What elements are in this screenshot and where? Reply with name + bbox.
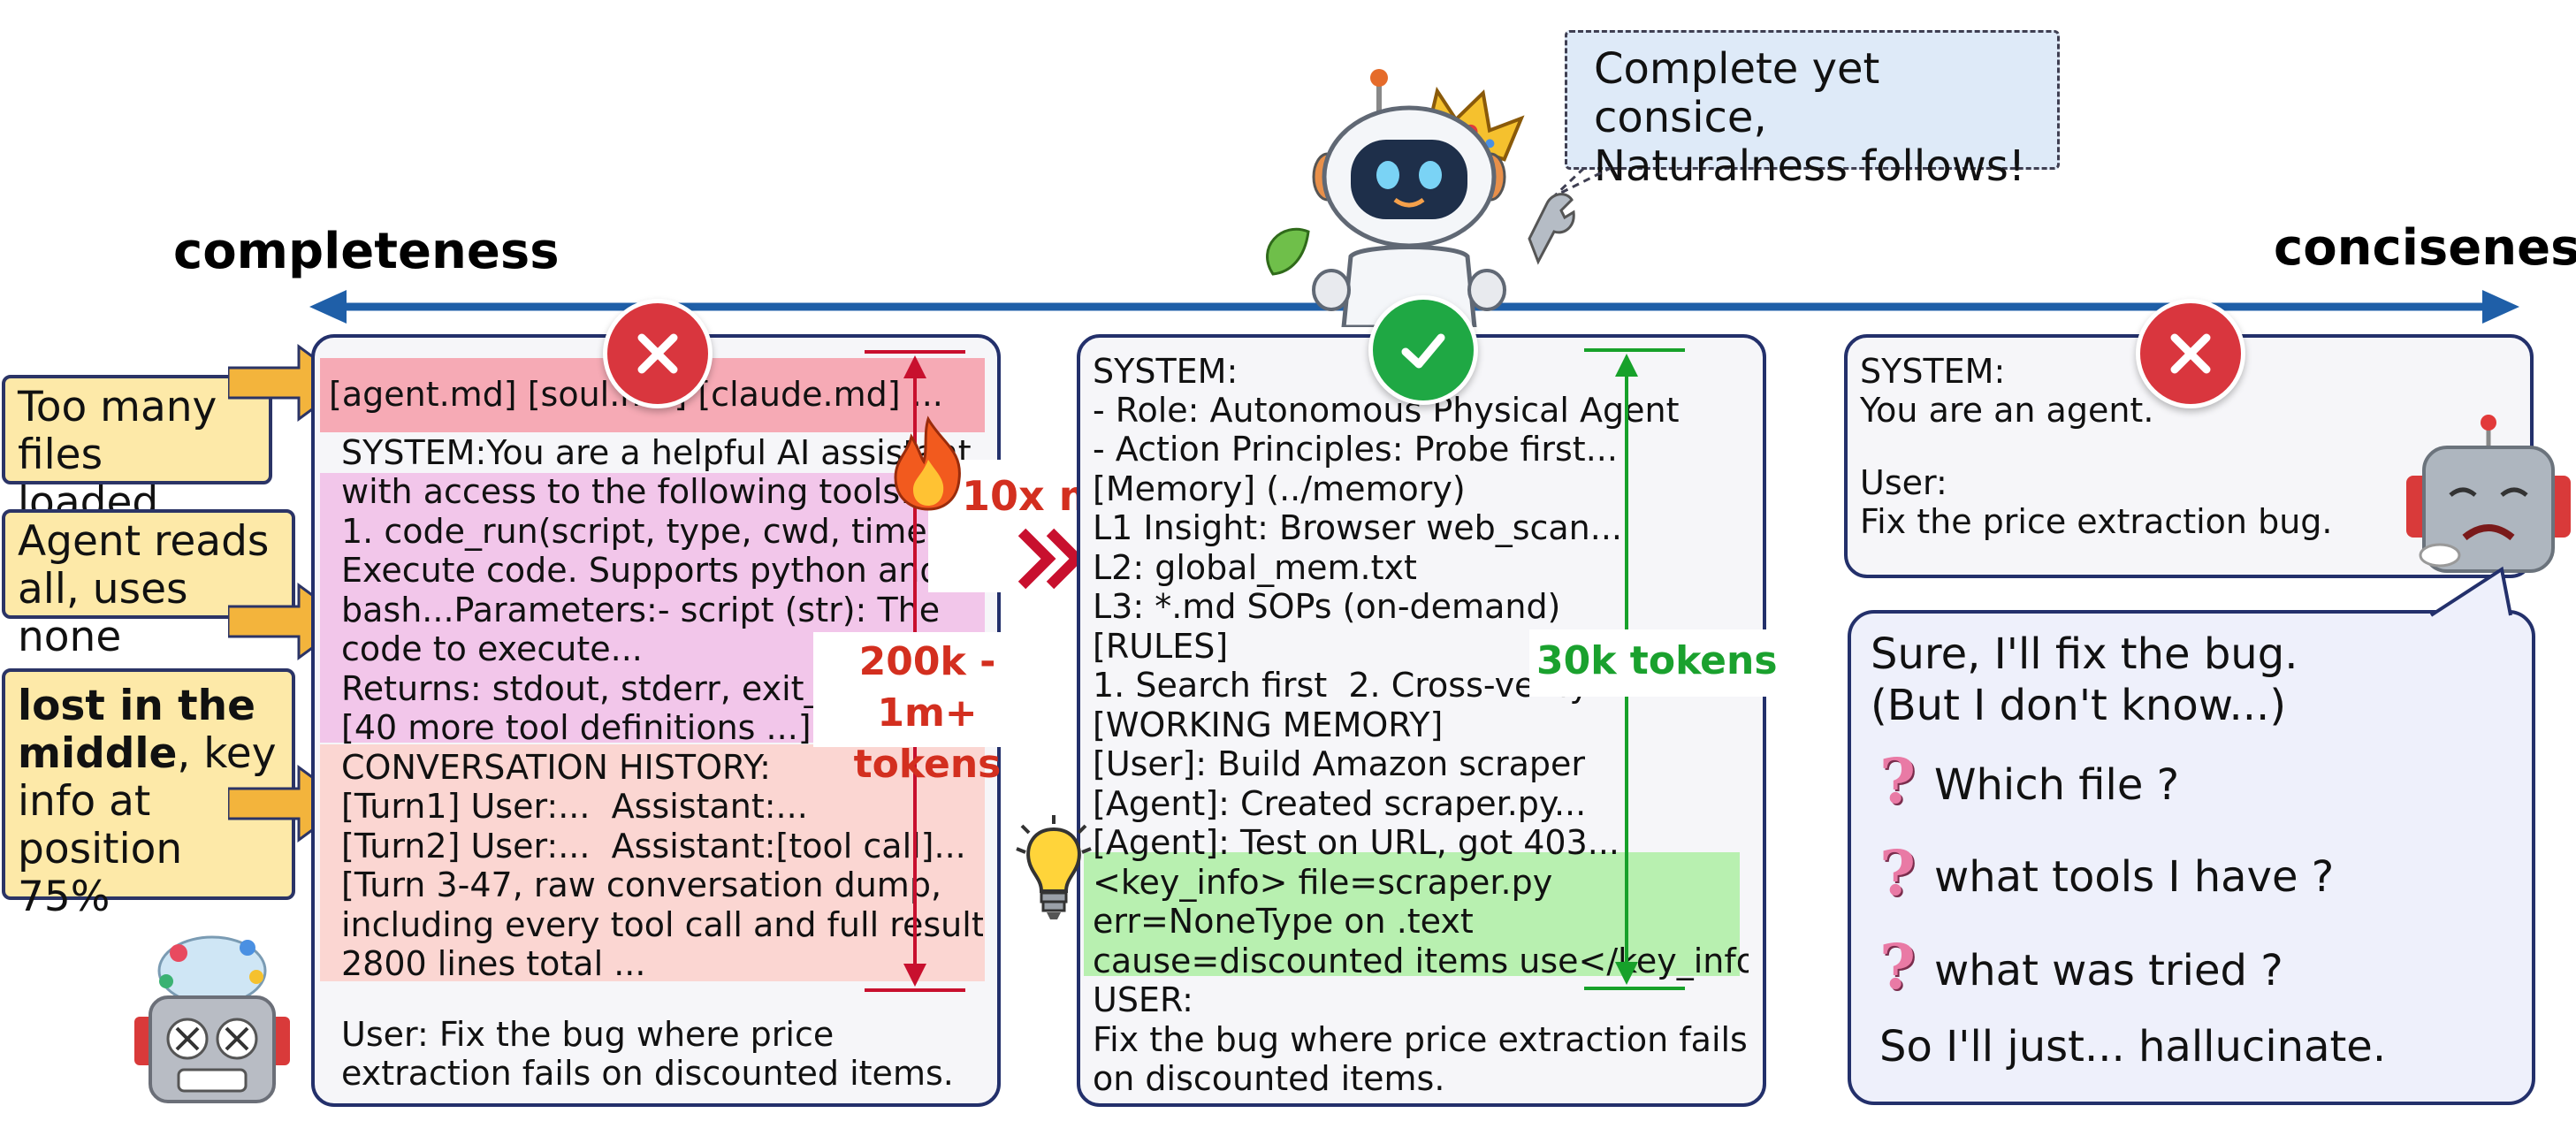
callout-bold: middle	[18, 729, 178, 778]
text-line: User: Fix the bug where price	[341, 1015, 835, 1054]
cross-mark-icon	[603, 299, 713, 408]
text-line: SYSTEM:	[1093, 352, 1238, 391]
question-mark-icon: ?	[1879, 836, 1917, 910]
text-line: L3: *.md SOPs (on-demand)	[1093, 587, 1561, 626]
reply-question-3: what was tried ?	[1934, 946, 2283, 995]
text-line: L1 Insight: Browser web_scan...	[1093, 508, 1623, 547]
text-line: [Agent]: Created scraper.py...	[1093, 784, 1587, 823]
text-line: <key_info> file=scraper.py	[1093, 863, 1553, 902]
question-mark-icon: ?	[1879, 930, 1917, 1003]
speech-line: Complete yet consice,	[1594, 44, 1880, 142]
text-line: cause=discounted items use</key_info>	[1093, 942, 1749, 980]
text-line: L2: global_mem.txt	[1093, 548, 1417, 587]
reply-question-2: what tools I have ?	[1934, 852, 2335, 902]
text-line: [Turn 3-47, raw conversation dump,	[341, 866, 942, 904]
left-token-count: 200k - 1m+ tokens	[813, 637, 1041, 790]
text-line: [40 more tool definitions ...]	[341, 708, 812, 747]
callout-line: Too many	[18, 383, 217, 431]
callout-line: position 75%	[18, 825, 183, 921]
mid-token-count: 30k tokens	[1536, 638, 1778, 683]
left-token-label-bg	[813, 632, 1041, 747]
text-line: USER:	[1093, 980, 1193, 1019]
callout-too-many-files: Too many files loaded	[2, 375, 272, 527]
callout-line: lost in the	[18, 683, 279, 730]
callout-bold: lost in the	[18, 682, 255, 730]
text-line: You are an agent.	[1860, 391, 2154, 430]
robot-speech-bubble: Complete yet consice, Naturalness follow…	[1565, 30, 2060, 191]
text-line: code to execute...	[341, 629, 643, 668]
text-line: Execute code. Supports python and	[341, 551, 941, 590]
fire-icon	[894, 416, 961, 511]
left-panel-text: [agent.md] [soul.md] [claude.md] ... SYS…	[329, 375, 983, 1100]
text-line: User:	[1860, 463, 1947, 502]
token-line: tokens	[853, 742, 1002, 787]
question-mark-icon: ?	[1879, 744, 1917, 818]
completeness-label: completeness	[173, 223, 560, 280]
middle-context-panel	[1077, 334, 1766, 1107]
text-line: Fix the price extraction bug.	[1860, 502, 2333, 541]
text-line: SYSTEM:	[1860, 352, 2006, 391]
text-line: including every tool call and full resul…	[341, 905, 983, 944]
speech-line: Naturalness follows!	[1594, 141, 2026, 191]
token-line: 200k - 1m+	[858, 639, 996, 736]
text-line: [User]: Build Amazon scraper	[1093, 744, 1585, 783]
reply-line-1: Sure, I'll fix the bug.	[1871, 629, 2298, 679]
text-line: SYSTEM:You are a helpful AI assistant	[341, 433, 972, 472]
reply-line-2: (But I don't know...)	[1871, 681, 2287, 730]
text-line: - Action Principles: Probe first...	[1093, 430, 1618, 469]
conciseness-label: conciseness	[2274, 219, 2576, 277]
text-line: err=NoneType on .text	[1093, 902, 1474, 941]
text-line: on discounted items.	[1093, 1059, 1445, 1094]
king-robot-icon	[1266, 69, 1575, 327]
callout-line: all, uses none	[18, 565, 188, 661]
text-line: 1. Search first 2. Cross-verify	[1093, 666, 1589, 705]
text-line: [Memory] (../memory)	[1093, 469, 1466, 508]
text-line: Fix the bug where price extraction fails	[1093, 1020, 1748, 1059]
exploding-robot-icon	[134, 935, 290, 1103]
history-band	[320, 744, 985, 981]
reply-tail	[2429, 566, 2512, 617]
callout-agent-reads-all: Agent reads all, uses none	[2, 509, 295, 661]
text-line: CONVERSATION HISTORY:	[341, 748, 771, 787]
reply-conclusion: So I'll just... hallucinate.	[1879, 1022, 2387, 1071]
middle-panel-text: SYSTEM: - Role: Autonomous Physical Agen…	[1093, 352, 1749, 1094]
key-info-band	[1084, 852, 1740, 976]
reply-question-1: Which file ?	[1934, 760, 2180, 810]
callout-line: info at	[18, 777, 151, 826]
callout-text: , key	[177, 729, 277, 778]
text-line: extraction fails on discounted items.	[341, 1054, 954, 1093]
mid-token-label-bg	[1529, 629, 1770, 697]
text-line: 2800 lines total ...	[341, 944, 646, 983]
text-line: [WORKING MEMORY]	[1093, 705, 1444, 744]
sad-robot-icon	[2406, 415, 2571, 573]
callout-line: Agent reads	[18, 517, 270, 566]
check-mark-icon	[1368, 295, 1478, 405]
text-line: [RULES]	[1093, 627, 1229, 666]
text-line: bash...Parameters:- script (str): The	[341, 591, 941, 629]
callout-lost-in-middle: lost in the middle, key info at position…	[2, 668, 295, 921]
lightbulb-icon	[1016, 815, 1092, 919]
text-line: [Turn2] User:... Assistant:[tool call]..…	[341, 827, 966, 866]
text-line: - Role: Autonomous Physical Agent	[1093, 391, 1680, 430]
text-line: [Turn1] User:... Assistant:...	[341, 787, 808, 826]
right-panel-text: SYSTEM: You are an agent. User: Fix the …	[1860, 352, 2514, 564]
text-line: with access to the following tools:	[341, 472, 911, 511]
text-line: [Agent]: Test on URL, got 403...	[1093, 823, 1620, 862]
callout-line: middle, key	[18, 730, 279, 778]
hallucination-reply-bubble	[1848, 610, 2535, 1105]
cross-mark-icon	[2136, 299, 2245, 408]
